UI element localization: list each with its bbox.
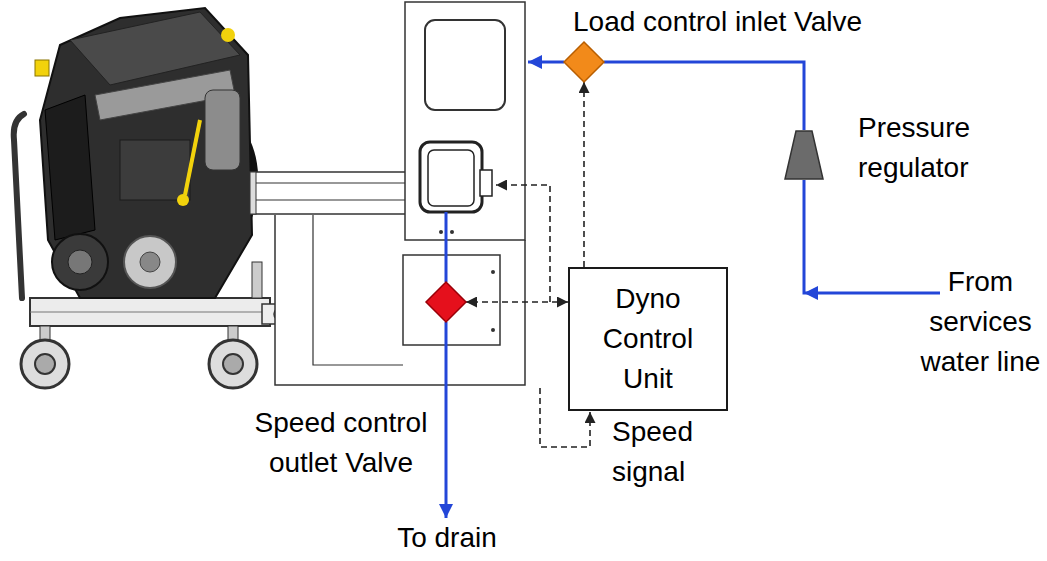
engine — [177, 194, 189, 206]
label-holder: From services water line — [918, 262, 1043, 382]
node-text: Speed control outlet Valve — [246, 403, 436, 483]
dynamometer — [403, 255, 500, 345]
control-unit-box: Dyno Control Unit — [568, 267, 728, 411]
dynamometer — [250, 172, 256, 214]
node-text: Load control inlet Valve — [573, 2, 893, 42]
dynamometer — [313, 215, 403, 365]
valve-diamond — [426, 282, 466, 322]
engine — [140, 252, 160, 272]
water-line — [528, 61, 564, 64]
water-line — [804, 286, 818, 300]
dynamometer — [250, 199, 406, 200]
water-line — [445, 322, 448, 518]
dynamometer — [428, 150, 474, 206]
water-line — [445, 212, 448, 282]
source-label: From services water line — [918, 262, 1043, 382]
dynamometer — [491, 270, 495, 274]
engine — [68, 250, 92, 274]
engine-trolley — [30, 298, 270, 326]
pressure-regulator: Pressure regulator — [784, 130, 824, 180]
engine-trolley — [35, 354, 55, 374]
signal-line — [496, 185, 550, 302]
label-holder: Load control inlet Valve — [573, 2, 893, 42]
engine-trolley — [30, 312, 270, 313]
valve-diamond — [564, 42, 604, 82]
engine-trolley — [209, 340, 257, 388]
dynamometer — [420, 142, 482, 212]
valve-diamond — [426, 282, 466, 322]
signal-connector — [466, 301, 568, 303]
engine — [52, 234, 108, 290]
dynamometer — [480, 170, 492, 196]
engine — [205, 90, 240, 170]
engine — [221, 28, 235, 42]
signal-connector — [583, 82, 585, 267]
dynamometer — [250, 172, 406, 214]
dynamometer — [450, 230, 454, 234]
label-holder: Pressure regulator — [858, 108, 983, 188]
valve-diamond — [564, 42, 604, 82]
regulator-symbol — [785, 131, 823, 179]
node-text: Pressure regulator — [858, 108, 983, 188]
label-holder: Speed signal — [612, 412, 722, 492]
engine-trolley — [21, 340, 69, 388]
label-holder: To drain — [380, 518, 514, 558]
water-line — [804, 180, 940, 293]
dynamometer — [439, 230, 443, 234]
regulator-symbol — [784, 130, 824, 180]
drain-label: To drain — [380, 518, 514, 558]
dynamometer — [491, 328, 495, 332]
water-connector — [604, 62, 804, 130]
dynamometer — [250, 182, 406, 183]
engine-trolley — [252, 262, 262, 298]
node-text: Dyno Control Unit — [578, 279, 718, 399]
engine — [120, 140, 190, 200]
signal-label: Speed signal — [612, 412, 722, 492]
engine — [35, 8, 254, 298]
inlet-valve: Load control inlet Valve — [564, 42, 604, 82]
engine — [35, 60, 49, 76]
engine-trolley — [223, 354, 243, 374]
engine — [40, 8, 252, 298]
label-holder: Speed control outlet Valve — [246, 403, 436, 483]
dynamometer — [425, 20, 505, 110]
dynamometer — [405, 2, 525, 240]
outlet-valve: Speed control outlet Valve — [426, 282, 466, 322]
engine — [45, 95, 95, 240]
engine — [185, 120, 200, 195]
engine-trolley — [14, 114, 24, 298]
dynamometer — [250, 2, 525, 385]
engine — [124, 236, 176, 288]
